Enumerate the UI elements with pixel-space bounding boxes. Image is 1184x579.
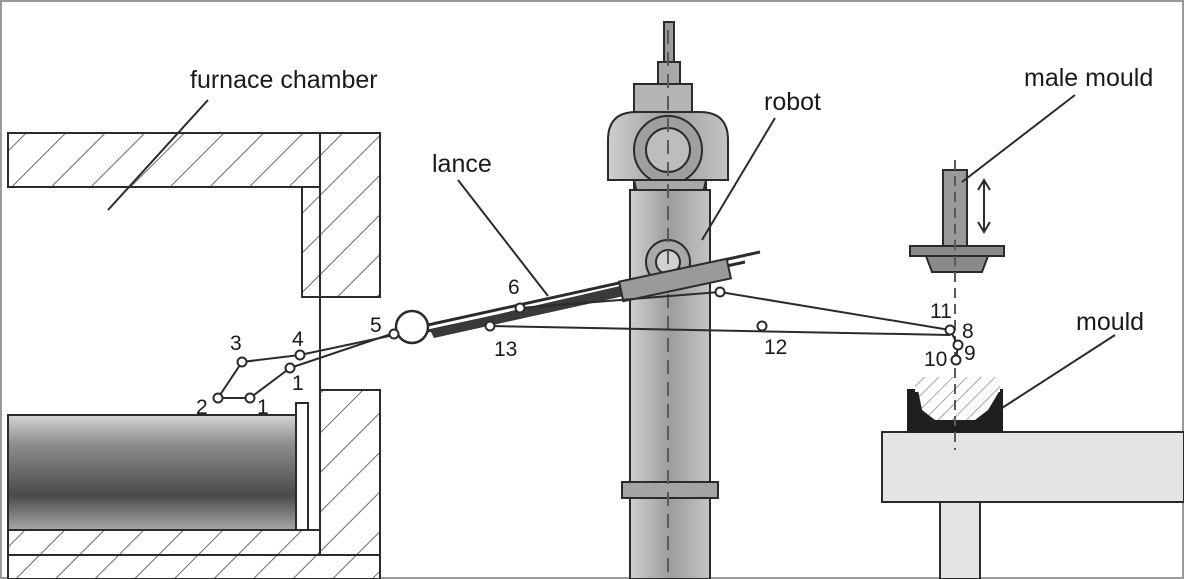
lance-tip-circle xyxy=(394,309,430,345)
label-furnace-chamber: furnace chamber xyxy=(190,66,378,94)
label-mould: mould xyxy=(1076,308,1144,336)
point-label-8: 8 xyxy=(962,320,974,343)
label-robot: robot xyxy=(764,88,821,116)
workpiece-bar xyxy=(7,414,297,531)
furnace-right-wall-lower xyxy=(319,389,381,556)
leader-lines xyxy=(107,94,1116,409)
furnace-base xyxy=(7,554,381,579)
point-marker-9 xyxy=(952,339,964,351)
point-label-11: 11 xyxy=(930,300,952,323)
point-marker-4 xyxy=(294,349,306,361)
mould-table xyxy=(881,377,1184,579)
point-label-5: 5 xyxy=(370,314,382,337)
point-label-13: 13 xyxy=(494,338,517,361)
male-mould xyxy=(909,160,1005,450)
point-marker-5 xyxy=(388,328,400,340)
point-label-6: 6 xyxy=(508,276,520,299)
point-label-1: 1 xyxy=(257,396,269,419)
point-marker-3 xyxy=(236,356,248,368)
point-marker-8 xyxy=(944,324,956,336)
point-label-3: 3 xyxy=(230,332,242,355)
point-label-1b: 1 xyxy=(292,372,304,395)
point-marker-1b xyxy=(284,362,296,374)
point-label-2: 2 xyxy=(196,396,208,419)
label-male-mould: male mould xyxy=(1024,64,1153,92)
point-label-9: 9 xyxy=(964,342,976,365)
point-marker-12 xyxy=(756,320,768,332)
point-label-10: 10 xyxy=(924,348,947,371)
point-marker-2 xyxy=(212,392,224,404)
point-marker-13 xyxy=(484,320,496,332)
lance xyxy=(394,250,761,345)
point-marker-10 xyxy=(950,354,962,366)
furnace-top-wall xyxy=(7,132,381,188)
point-marker-7 xyxy=(714,286,726,298)
point-marker-1 xyxy=(244,392,256,404)
robot-column xyxy=(607,21,729,579)
label-lance: lance xyxy=(432,150,492,178)
point-label-4: 4 xyxy=(292,328,304,351)
trajectory-points xyxy=(212,286,964,404)
trajectory-path xyxy=(216,291,960,399)
furnace xyxy=(7,132,381,579)
point-label-12: 12 xyxy=(764,336,787,359)
point-marker-6 xyxy=(514,302,526,314)
furnace-right-wall-inner xyxy=(319,132,381,298)
furnace-floor xyxy=(7,529,321,556)
